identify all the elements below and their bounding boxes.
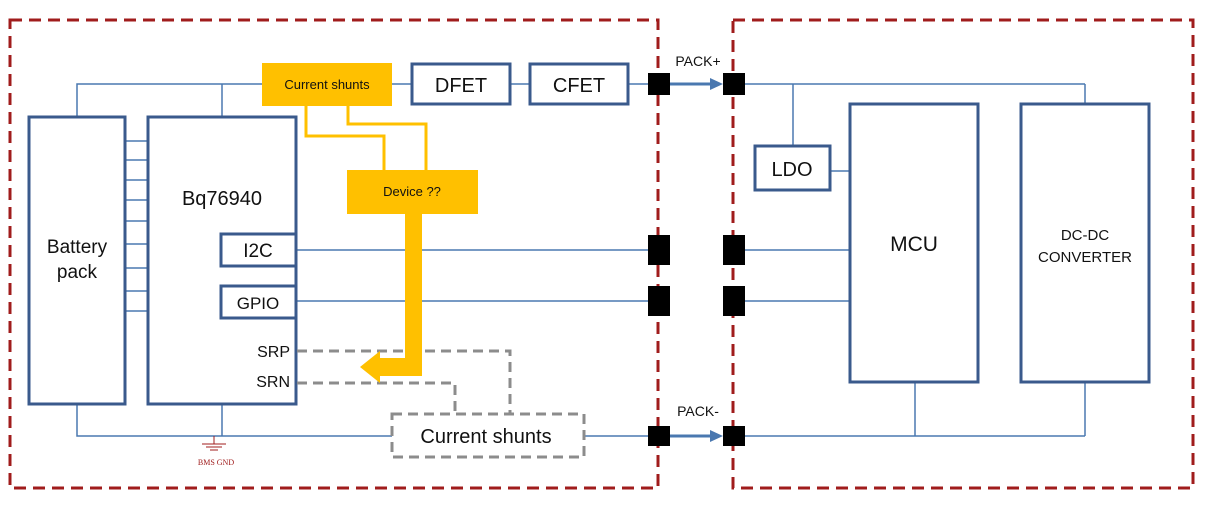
dfet-label: DFET <box>435 75 487 97</box>
current-shunts-bottom-label: Current shunts <box>420 426 551 448</box>
srn-label: SRN <box>256 374 290 391</box>
gpio-block <box>219 284 298 320</box>
ground-icon <box>202 436 226 451</box>
current-shunts-top-block <box>262 63 392 106</box>
dfet-block <box>410 62 512 106</box>
highlight-traces <box>304 106 428 170</box>
device-arrow <box>360 214 422 383</box>
battery-pack-label-line1: Battery <box>47 237 108 258</box>
wires <box>76 83 1086 437</box>
connector-arrows <box>670 78 723 442</box>
battery-pack-block <box>27 115 127 406</box>
gpio-label: GPIO <box>237 294 280 313</box>
srp-label: SRP <box>257 344 290 361</box>
i2c-block <box>219 232 298 268</box>
bms-chip-label: Bq76940 <box>182 188 262 210</box>
current-shunts-top-label: Current shunts <box>284 77 370 92</box>
sense-lines <box>297 349 512 414</box>
connector-pads <box>648 73 745 446</box>
pack-minus-label: PACK- <box>677 403 719 419</box>
pack-plus-label: PACK+ <box>675 53 720 69</box>
mcu-label: MCU <box>890 233 938 256</box>
dcdc-block <box>1019 102 1151 384</box>
device-label: Device ?? <box>383 184 441 199</box>
dcdc-label-line2: CONVERTER <box>1038 249 1132 266</box>
mcu-block <box>848 102 980 384</box>
ground-label: BMS GND <box>198 458 234 467</box>
current-shunts-bottom-block <box>390 412 586 459</box>
device-block <box>347 170 478 214</box>
cfet-label: CFET <box>553 75 605 97</box>
i2c-label: I2C <box>243 241 273 262</box>
ldo-label: LDO <box>771 159 812 181</box>
ldo-block <box>753 144 832 192</box>
battery-pack-label-line2: pack <box>57 262 98 283</box>
cfet-block <box>528 62 630 106</box>
dcdc-label-line1: DC-DC <box>1061 227 1109 244</box>
